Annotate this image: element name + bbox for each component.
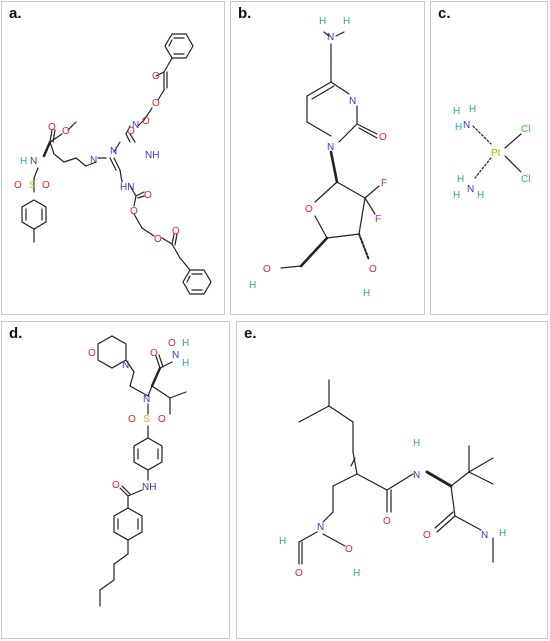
panel-label-a: a. <box>9 5 22 22</box>
molecule-b-structure: H H N N N O O F F O H O H <box>249 16 387 299</box>
atom-NH: NH <box>145 150 159 161</box>
atom-N: N <box>30 156 37 167</box>
atom-O: O <box>42 180 50 191</box>
molecule-d-structure: O N O H N H O N O S O NH O <box>88 335 189 607</box>
panel-label-d: d. <box>9 325 23 342</box>
atom-NH: NH <box>142 482 156 493</box>
molecule-c-structure: H H H N Pt Cl Cl H N H H <box>453 104 530 201</box>
atom-H: H <box>453 190 460 201</box>
panel-d: d. O N <box>1 321 230 639</box>
atom-O: O <box>144 190 152 201</box>
atom-N: N <box>143 394 150 405</box>
atom-H: H <box>469 104 476 115</box>
atom-O: O <box>142 116 150 127</box>
atom-F: F <box>381 178 387 189</box>
atom-O: O <box>112 480 120 491</box>
atom-H: H <box>182 338 189 349</box>
atom-HN: HN <box>120 182 134 193</box>
atom-H: H <box>319 16 326 27</box>
molecule-e-structure: H N O O N H N O H H O <box>279 379 506 579</box>
atom-S: S <box>143 414 150 425</box>
atom-O: O <box>379 132 387 143</box>
atom-O: O <box>127 126 135 137</box>
atom-N: N <box>110 146 117 157</box>
atom-N: N <box>317 522 324 533</box>
panel-a: a. <box>1 1 225 315</box>
atom-O: O <box>158 414 166 425</box>
atom-O: O <box>172 226 180 237</box>
atom-O: O <box>423 530 431 541</box>
panel-b: b. H H N N N O O F F <box>230 1 425 315</box>
atom-O: O <box>263 264 271 275</box>
atom-N: N <box>122 360 129 371</box>
atom-O: O <box>369 264 377 275</box>
atom-N: N <box>172 350 179 361</box>
panel-e: e. H N O O N <box>236 321 548 639</box>
atom-O: O <box>305 204 313 215</box>
atom-N: N <box>327 142 334 153</box>
atom-O: O <box>88 348 96 359</box>
atom-H: H <box>453 106 460 117</box>
atom-O: O <box>130 206 138 217</box>
atom-H: H <box>182 358 189 369</box>
atom-N: N <box>467 184 474 195</box>
atom-N: N <box>327 32 334 43</box>
panel-label-e: e. <box>244 325 257 342</box>
atom-H: H <box>477 190 484 201</box>
atom-O: O <box>295 568 303 579</box>
atom-O: O <box>152 71 160 82</box>
atom-O: O <box>345 544 353 555</box>
atom-H: H <box>279 536 286 547</box>
atom-H: H <box>249 280 256 291</box>
molecule-a-structure: O O O N O N NH HN N O O O O O O H N O S … <box>14 33 212 295</box>
atom-H: H <box>455 122 462 133</box>
panel-label-c: c. <box>438 5 451 22</box>
panel-label-b: b. <box>238 5 252 22</box>
atom-O: O <box>168 338 176 349</box>
atom-N: N <box>349 96 356 107</box>
atom-O: O <box>150 348 158 359</box>
atom-H: H <box>343 16 350 27</box>
atom-H: H <box>499 528 506 539</box>
atom-Pt: Pt <box>491 148 501 159</box>
atom-N: N <box>413 470 420 481</box>
atom-H: H <box>353 568 360 579</box>
atom-H: H <box>20 156 27 167</box>
atom-H: H <box>413 438 420 449</box>
atom-O: O <box>128 414 136 425</box>
atom-O: O <box>383 516 391 527</box>
atom-S: S <box>29 180 36 191</box>
atom-Cl: Cl <box>521 124 530 135</box>
atom-N: N <box>90 155 97 166</box>
atom-H: H <box>363 288 370 299</box>
atom-F: F <box>375 214 381 225</box>
atom-N: N <box>132 120 139 131</box>
atom-O: O <box>48 122 56 133</box>
atom-Cl: Cl <box>521 174 530 185</box>
atom-O: O <box>154 234 162 245</box>
atom-O: O <box>14 180 22 191</box>
atom-O: O <box>62 126 70 137</box>
atom-O: O <box>152 98 160 109</box>
atom-N: N <box>463 120 470 131</box>
atom-H: H <box>457 174 464 185</box>
panel-c: c. H H H N Pt Cl Cl H N H H <box>430 1 548 315</box>
atom-N: N <box>481 530 488 541</box>
